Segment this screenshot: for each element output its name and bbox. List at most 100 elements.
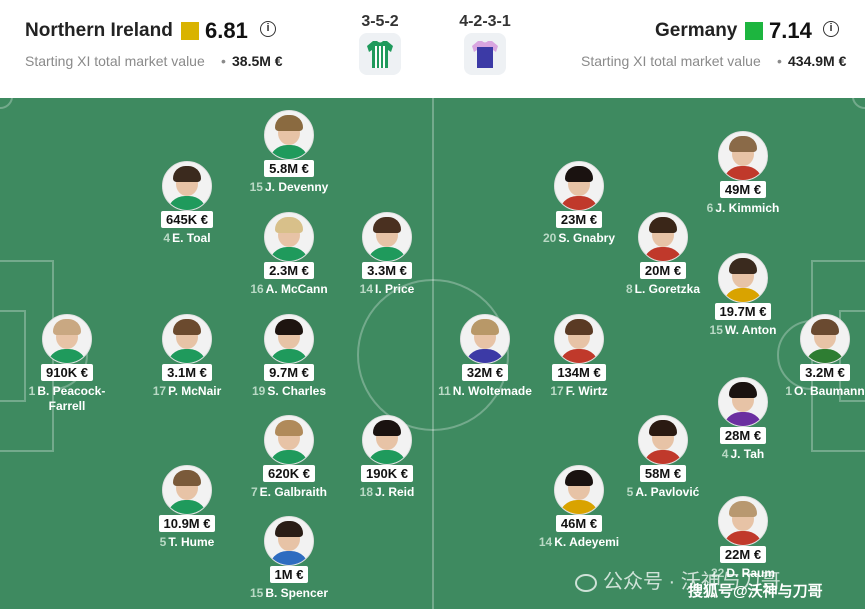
player-name-text: S. Charles <box>267 384 327 398</box>
player-name-text: E. Toal <box>172 231 211 245</box>
player-market-value: 46M € <box>555 515 603 532</box>
home-team-name[interactable]: Northern Ireland <box>25 20 173 41</box>
home-team-rating: 6.81 <box>205 18 248 43</box>
player-number: 20 <box>542 231 557 245</box>
match-header: Northern Ireland 6.81 i Starting XI tota… <box>0 0 865 98</box>
player-number: 1 <box>28 384 36 398</box>
player-number: 6 <box>706 201 714 215</box>
player-avatar <box>162 465 212 515</box>
player-number: 15 <box>249 180 263 194</box>
player-name-text: B. Peacock-Farrell <box>37 384 106 413</box>
player-number: 18 <box>359 485 373 499</box>
player-market-value: 32M € <box>461 364 509 381</box>
player-avatar <box>264 516 314 566</box>
away-mv-sep: • <box>777 53 782 69</box>
player-name-text: N. Woltemade <box>452 384 532 398</box>
player-number: 17 <box>152 384 167 398</box>
player-avatar <box>264 212 314 262</box>
player-avatar <box>718 131 768 181</box>
home-info-icon[interactable]: i <box>260 21 276 37</box>
player-avatar <box>638 415 688 465</box>
player-name-text: J. Tah <box>730 447 765 461</box>
wechat-watermark-text: 公众号 · 沃神与刀哥 <box>603 571 781 593</box>
player-market-value: 3.3M € <box>362 262 412 279</box>
player-avatar <box>638 212 688 262</box>
player-market-value: 1M € <box>269 566 309 583</box>
player-name-text: A. McCann <box>265 282 328 296</box>
player-name-text: E. Galbraith <box>259 485 328 499</box>
player-name-text: T. Hume <box>168 535 215 549</box>
player-avatar <box>264 314 314 364</box>
player-avatar <box>362 212 412 262</box>
player-number: 17 <box>550 384 564 398</box>
player-avatar <box>800 314 850 364</box>
player-market-value: 3.2M € <box>800 364 850 381</box>
away-jersey-icon <box>464 33 506 75</box>
player-number: 4 <box>721 447 729 461</box>
player-avatar <box>264 415 314 465</box>
player-market-value: 2.3M € <box>264 262 314 279</box>
player-name-text: J. Kimmich <box>715 201 780 215</box>
player-avatar <box>264 110 314 160</box>
player-number: 22 <box>710 566 725 580</box>
home-mv-value: 38.5M € <box>232 53 283 69</box>
player-market-value: 22M € <box>719 546 767 563</box>
player-avatar <box>554 314 604 364</box>
player-avatar <box>718 496 768 546</box>
player-market-value: 23M € <box>555 211 603 228</box>
home-mv-label: Starting XI total market value <box>25 53 205 69</box>
player-name-text: W. Anton <box>724 323 777 337</box>
player-name-text: L. Goretzka <box>634 282 701 296</box>
player-market-value: 620K € <box>263 465 315 482</box>
player-number: 7 <box>250 485 258 499</box>
player-market-value: 10.9M € <box>158 515 216 532</box>
away-team-name[interactable]: Germany <box>655 20 738 41</box>
player-market-value: 645K € <box>161 211 213 228</box>
wechat-icon <box>575 573 597 592</box>
away-info-icon[interactable]: i <box>823 21 839 37</box>
player-number: 5 <box>159 535 167 549</box>
player-avatar <box>42 314 92 364</box>
player-avatar <box>362 415 412 465</box>
away-team-rating: 7.14 <box>769 18 812 43</box>
player-market-value: 9.7M € <box>264 364 314 381</box>
player-name-text: B. Spencer <box>265 586 329 600</box>
player-number: 4 <box>163 231 171 245</box>
player-market-value: 190K € <box>361 465 413 482</box>
